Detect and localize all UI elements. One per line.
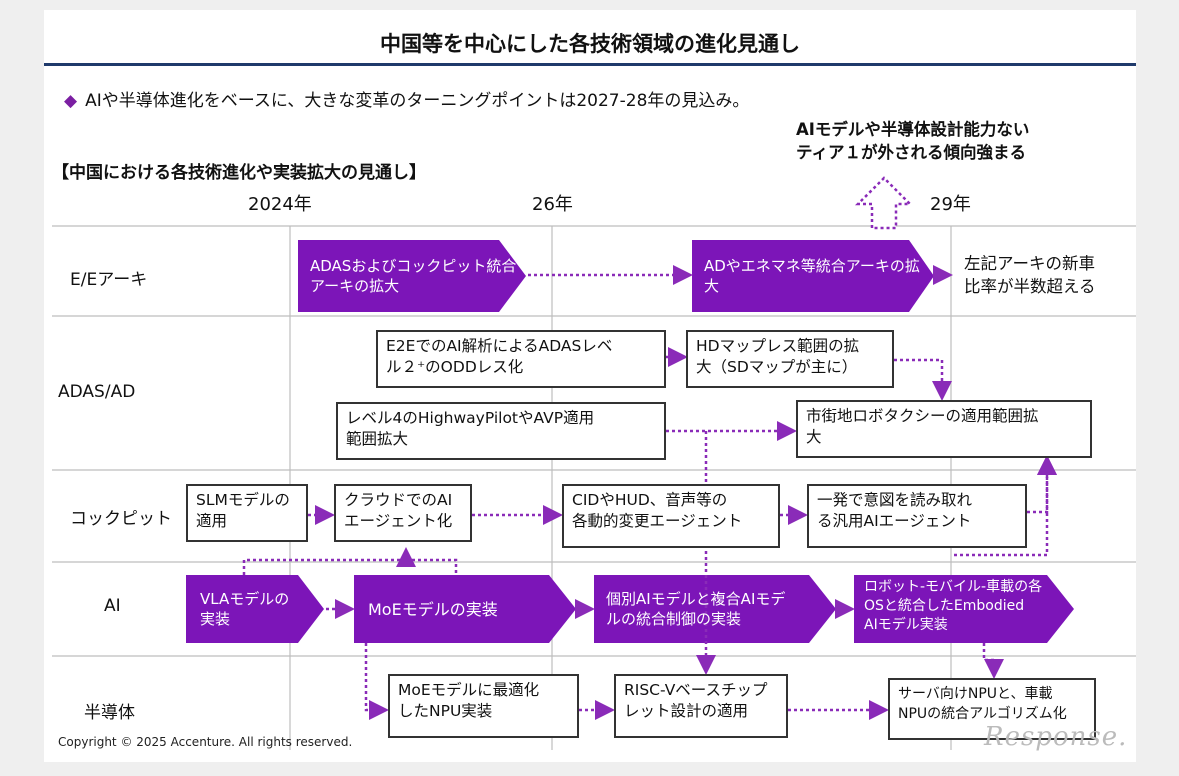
cockpit-box-cloud: クラウドでのAI エージェント化 <box>334 484 472 542</box>
cockpit-box-line: る汎用AIエージェント <box>817 512 972 530</box>
adas-box-line: 大（SDマップが主に） <box>696 358 858 376</box>
section-title: 【中国における各技術進化や実装拡大の見通し】 <box>52 163 426 183</box>
ai-arrow2-line: MoEモデルの実装 <box>368 600 498 619</box>
cockpit-box-line: 適用 <box>196 512 228 530</box>
ai-arrow3-shape <box>594 575 836 643</box>
ee-arrow1-shape <box>298 240 526 312</box>
ai-arrow4-line: ロボット-モバイル-車載の各 <box>864 579 1043 595</box>
ai-arrow1-line: VLAモデルの <box>200 590 290 608</box>
row-label-adas: ADAS/AD <box>58 382 136 402</box>
callout-up-arrow <box>854 176 914 230</box>
adas-box-line: HDマップレス範囲の拡 <box>696 337 860 355</box>
adas-box-line: ル２⁺のODDレス化 <box>386 358 524 376</box>
row-label-semi: 半導体 <box>84 703 135 723</box>
semi-box-line: NPUの統合アルゴリズム化 <box>898 706 1067 722</box>
adas-box-line: E2EでのAI解析によるADASレベ <box>386 337 613 355</box>
year-2024: 2024年 <box>248 194 312 215</box>
copyright: Copyright © 2025 Accenture. All rights r… <box>58 735 353 749</box>
ee-arrow1-line: ADASおよびコックピット統合 <box>310 257 517 275</box>
ee-arrow2-line: 大 <box>704 277 720 295</box>
slide: 中国等を中心にした各技術領域の進化見通し ◆ AIや半導体進化をベースに、大きな変… <box>44 10 1136 762</box>
ee-arrow2-line: ADやエネマネ等統合アーキの拡 <box>704 257 920 275</box>
row-label-ee: E/Eアーキ <box>70 270 148 290</box>
adas-box-line: レベル4のHighwayPilotやAVP適用 <box>346 409 595 427</box>
ee-result-text: 左記アーキの新車 比率が半数超える <box>964 252 1096 298</box>
row-separators <box>52 225 1136 657</box>
semi-box-line: レット設計の適用 <box>624 702 749 720</box>
year-29: 29年 <box>930 194 971 215</box>
ai-arrow4-line: AIモデル実装 <box>864 617 948 633</box>
ai-arrow4-label: ロボット-モバイル-車載の各 OSと統合したEmbodied AIモデル実装 <box>864 578 1042 635</box>
cockpit-box-cid: CIDやHUD、音声等の 各動的変更エージェント <box>562 484 780 548</box>
adas-box-line: 大 <box>806 428 822 446</box>
callout-text: AIモデルや半導体設計能力ない ティア１が外される傾向強まる <box>796 118 1029 164</box>
dotted-connectors <box>242 265 1057 720</box>
semi-box-riscv: RISC-Vベースチップ レット設計の適用 <box>614 674 788 738</box>
callout-line: ティア１が外される傾向強まる <box>796 143 1027 162</box>
ai-arrow1-label: VLAモデルの 実装 <box>200 589 289 629</box>
cockpit-box-line: エージェント化 <box>344 512 453 530</box>
cockpit-box-line: SLMモデルの <box>196 491 290 509</box>
semi-box-line: したNPU実装 <box>398 702 493 720</box>
callout-line: AIモデルや半導体設計能力ない <box>796 120 1030 139</box>
semi-box-npu: MoEモデルに最適化 したNPU実装 <box>388 674 579 738</box>
cockpit-box-general: 一発で意図を読み取れ る汎用AIエージェント <box>807 484 1027 548</box>
cockpit-box-line: 一発で意図を読み取れ <box>817 491 973 509</box>
ee-result-line: 左記アーキの新車 <box>964 254 1096 273</box>
year-26: 26年 <box>532 194 573 215</box>
title-underline <box>44 63 1136 66</box>
ee-arrow2-label: ADやエネマネ等統合アーキの拡 大 <box>704 256 920 296</box>
cockpit-box-line: クラウドでのAI <box>344 491 453 509</box>
ee-result-line: 比率が半数超える <box>964 277 1096 296</box>
watermark-logo: Response. <box>984 722 1128 752</box>
cockpit-box-slm: SLMモデルの 適用 <box>186 484 308 542</box>
ee-arrow1-label: ADASおよびコックピット統合 アーキの拡大 <box>310 256 516 296</box>
row-label-cockpit: コックピット <box>70 509 172 529</box>
semi-box-server: サーバ向けNPUと、車載 NPUの統合アルゴリズム化 <box>888 678 1096 740</box>
semi-box-line: RISC-Vベースチップ <box>624 681 768 699</box>
ee-arrow1-line: アーキの拡大 <box>310 277 400 295</box>
bullet-line: ◆ AIや半導体進化をベースに、大きな変革のターニングポイントは2027-28年の… <box>64 86 749 111</box>
adas-box-hdmap: HDマップレス範囲の拡 大（SDマップが主に） <box>686 330 894 388</box>
ai-arrow1-shape <box>186 575 324 643</box>
ee-arrow2-shape <box>692 240 934 312</box>
semi-box-line: MoEモデルに最適化 <box>398 681 540 699</box>
diagram-lines <box>44 63 1136 750</box>
ai-arrow3-line: 個別AIモデルと複合AIモデ <box>606 590 786 608</box>
adas-box-line: 範囲拡大 <box>346 430 409 448</box>
ai-arrow4-line: OSと統合したEmbodied <box>864 598 1025 614</box>
semi-box-line: サーバ向けNPUと、車載 <box>898 686 1053 702</box>
ai-arrow2-label: MoEモデルの実装 <box>368 600 498 620</box>
adas-box-line: 市街地ロボタクシーの適用範囲拡 <box>806 407 1039 425</box>
bullet-text: AIや半導体進化をベースに、大きな変革のターニングポイントは2027-28年の見… <box>85 91 750 111</box>
cockpit-box-line: CIDやHUD、音声等の <box>572 491 728 509</box>
adas-box-l4: レベル4のHighwayPilotやAVP適用 範囲拡大 <box>336 402 666 460</box>
adas-box-e2e: E2EでのAI解析によるADASレベ ル２⁺のODDレス化 <box>376 330 666 388</box>
slide-title: 中国等を中心にした各技術領域の進化見通し <box>380 32 800 56</box>
row-label-ai: AI <box>104 596 121 616</box>
ai-arrow1-line: 実装 <box>200 610 231 628</box>
ai-arrow3-line: ルの統合制御の実装 <box>606 610 742 628</box>
cockpit-box-line: 各動的変更エージェント <box>572 512 743 530</box>
ai-arrow4-shape <box>854 575 1074 643</box>
ai-arrow3-label: 個別AIモデルと複合AIモデ ルの統合制御の実装 <box>606 589 785 629</box>
diamond-icon: ◆ <box>64 91 78 111</box>
adas-box-robotaxi: 市街地ロボタクシーの適用範囲拡 大 <box>796 400 1092 458</box>
ai-arrow2-shape <box>354 575 576 643</box>
